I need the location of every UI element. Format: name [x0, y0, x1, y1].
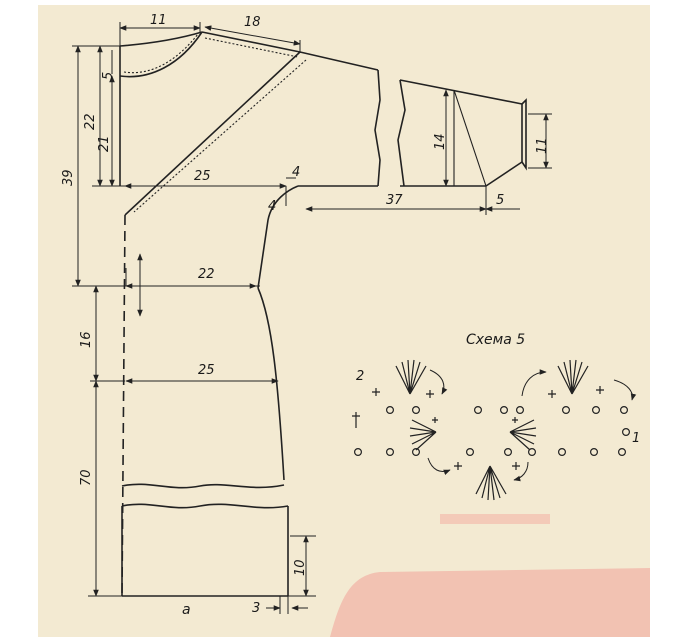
paper-stain-small: [440, 514, 550, 524]
label-shoulder: 18: [244, 15, 261, 30]
paper-stain: [330, 568, 650, 637]
label-armhole-4-h: 4: [292, 165, 300, 180]
double-crochet-fan-icon: [395, 359, 589, 501]
label-length-70: 70: [79, 469, 94, 486]
measurement-labels: 11 18 5 22 21 39 25 4 4 37 5 14 11 22 16…: [61, 13, 550, 618]
dimension-lines: [72, 22, 552, 614]
single-crochet-marks: [352, 386, 604, 470]
paper-background: [38, 5, 650, 637]
label-hem-3: 3: [252, 601, 260, 616]
crochet-scheme: Схема 5 2 1: [352, 332, 640, 501]
label-neck-depth: 5: [101, 72, 116, 80]
chain-stitch-icon: [354, 406, 630, 457]
label-hip: 25: [198, 363, 215, 378]
scheme-row-2: 2: [356, 369, 364, 384]
label-sleeve-cuff: 5: [496, 193, 504, 208]
label-height-22: 22: [83, 113, 98, 130]
label-waist-depth: 16: [79, 331, 94, 348]
label-sleeve-length: 37: [386, 193, 403, 208]
sleeve-outline: [397, 79, 527, 187]
scheme-title: Схема 5: [466, 332, 525, 348]
label-height-21: 21: [97, 135, 112, 152]
label-part-a: a: [182, 602, 191, 618]
label-sleeve-height: 14: [433, 133, 448, 150]
label-total-39: 39: [61, 169, 76, 186]
label-armhole-width: 25: [194, 169, 211, 184]
label-cuff-height: 11: [535, 137, 550, 154]
scheme-row-1: 1: [632, 431, 640, 446]
label-top-neck: 11: [150, 13, 167, 28]
arrow-icon: [427, 369, 637, 482]
label-hem-10: 10: [293, 559, 308, 576]
hem-piece-outline: [121, 503, 289, 597]
label-waist: 22: [198, 267, 215, 282]
label-armhole-4-v: 4: [268, 199, 276, 214]
